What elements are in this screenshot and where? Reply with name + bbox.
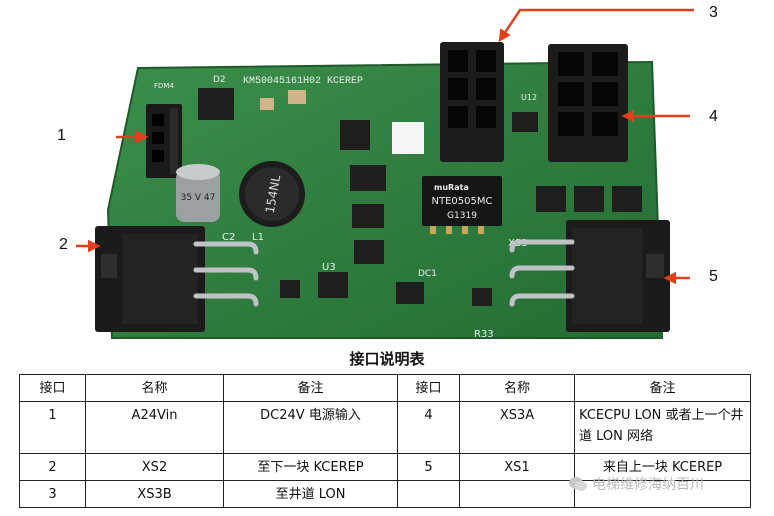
- svg-text:muRata: muRata: [434, 183, 469, 192]
- svg-text:G1319: G1319: [447, 211, 477, 221]
- table-cell: 2: [19, 453, 86, 481]
- header-cell: 接口: [19, 374, 86, 402]
- silk-u3: U3: [322, 262, 336, 273]
- silk-fdm: FDM4: [154, 82, 174, 90]
- silk-c2: C2: [222, 232, 235, 243]
- connector-5: [509, 220, 670, 332]
- connector-4: [548, 44, 628, 162]
- watermark-text: 电梯维修海纳百川: [592, 477, 704, 493]
- svg-text:NTE0505MC: NTE0505MC: [432, 196, 493, 207]
- watermark: 电梯维修海纳百川: [568, 474, 704, 494]
- callout-label-5: 5: [709, 268, 718, 285]
- callout-label-1: 1: [57, 127, 66, 144]
- header-cell: 备注: [574, 374, 751, 402]
- table-cell: [459, 480, 575, 508]
- header-cell: 名称: [459, 374, 575, 402]
- connector-2: [95, 226, 259, 332]
- table-cell: XS2: [85, 453, 224, 481]
- silk-l1: L1: [252, 232, 264, 243]
- silk-dc1: DC1: [418, 269, 437, 279]
- table-row: 3 XS3B 至井道 LON: [19, 480, 751, 508]
- callout-label-4: 4: [709, 108, 718, 125]
- svg-text:35 V 47: 35 V 47: [181, 193, 216, 203]
- callout-arrow-3: [498, 8, 694, 43]
- ic-group: [198, 88, 642, 306]
- header-cell: 备注: [223, 374, 398, 402]
- table-cell: DC24V 电源输入: [223, 401, 398, 454]
- table-cell: KCECPU LON 或者上一个井道 LON 网络: [574, 401, 751, 454]
- table-row: 2 XS2 至下一块 KCEREP 5 XS1 来自上一块 KCEREP: [19, 453, 751, 481]
- table-cell: A24Vin: [85, 401, 224, 454]
- silk-r33: R33: [474, 329, 494, 340]
- table-cell: 3: [19, 480, 86, 508]
- capacitor: 35 V 47: [176, 164, 220, 222]
- connector-3: [440, 42, 504, 162]
- board-marking: KM50045161H02 KCEREP: [243, 76, 363, 87]
- wechat-icon: [569, 477, 587, 491]
- table-title: 接口说明表: [349, 350, 425, 368]
- resistor-group: [260, 90, 306, 110]
- table-row: 1 A24Vin DC24V 电源输入 4 XS3A KCECPU LON 或者…: [19, 401, 751, 454]
- table-cell: XS3B: [85, 480, 224, 508]
- table-cell: 1: [19, 401, 86, 454]
- table-cell: XS3A: [459, 401, 575, 454]
- interface-table: 接口 名称 备注 接口 名称 备注 1 A24Vin DC24V 电源输入 4 …: [19, 374, 751, 508]
- callout-label-3: 3: [709, 4, 718, 21]
- silk-u12: U12: [521, 93, 537, 102]
- board-photo: KM50045161H02 KCEREP FDM4 D2 U12 L1 C2 U…: [76, 8, 694, 340]
- connector-1: [146, 104, 182, 178]
- silk-d2: D2: [213, 75, 226, 85]
- table-cell: 至下一块 KCEREP: [223, 453, 398, 481]
- dcdc-module: muRata NTE0505MC G1319: [422, 176, 502, 234]
- table-cell: [574, 480, 751, 508]
- table-cell: 4: [397, 401, 460, 454]
- callout-label-2: 2: [59, 236, 68, 253]
- table-cell: XS1: [459, 453, 575, 481]
- qr-code: [392, 122, 424, 154]
- table-cell: [397, 480, 460, 508]
- svg-text:154NL: 154NL: [263, 174, 284, 215]
- table-header-row: 接口 名称 备注 接口 名称 备注: [19, 374, 751, 402]
- table-cell: 至井道 LON: [223, 480, 398, 508]
- header-cell: 接口: [397, 374, 460, 402]
- inductor: 154NL: [239, 161, 305, 227]
- header-cell: 名称: [85, 374, 224, 402]
- table-cell: 5: [397, 453, 460, 481]
